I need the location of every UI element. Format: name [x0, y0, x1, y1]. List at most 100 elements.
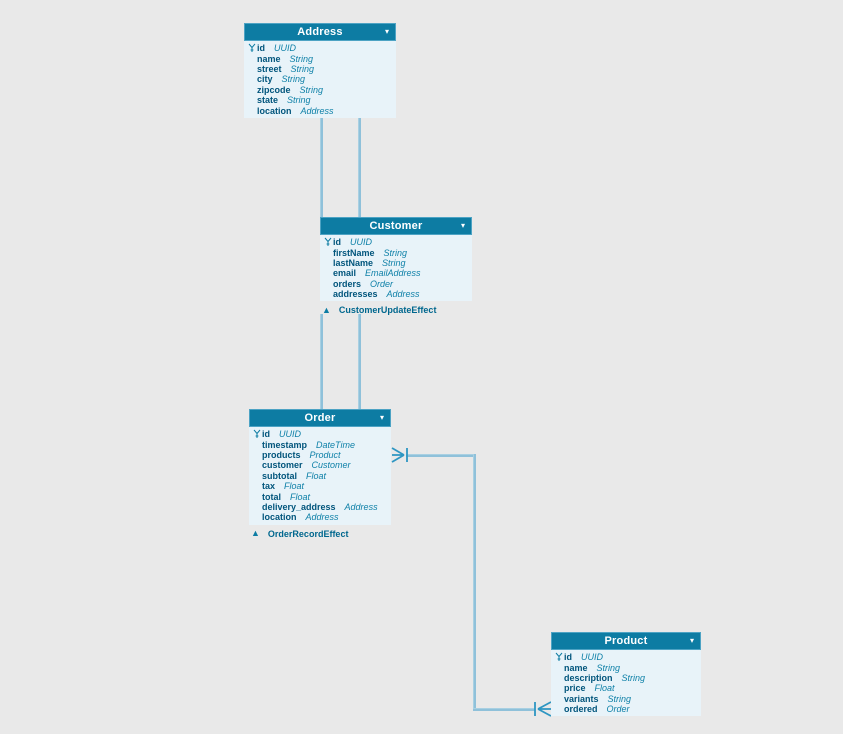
- entity-fields: id UUID timestamp DateTime products Produc…: [249, 427, 391, 525]
- field-row: addresses Address: [324, 289, 472, 299]
- field-name: email: [333, 268, 357, 279]
- entity-title: Address: [297, 26, 343, 38]
- key-icon: [253, 429, 262, 439]
- field-type: Address: [386, 289, 420, 300]
- field-name: addresses: [333, 289, 378, 300]
- field-name: subtotal: [262, 470, 297, 481]
- crow-foot-many-icon: [391, 447, 408, 463]
- key-icon: [324, 237, 333, 247]
- field-name: price: [564, 683, 586, 694]
- edge-customer-order-2[interactable]: [358, 314, 361, 410]
- field-row: email EmailAddress: [324, 268, 472, 278]
- field-type: EmailAddress: [365, 268, 421, 279]
- field-type: Product: [309, 449, 341, 460]
- key-icon: [248, 43, 257, 53]
- field-name: zipcode: [257, 84, 291, 95]
- field-name: city: [257, 74, 273, 85]
- entity-node-order[interactable]: Order ▾ id UUID timestamp DateTime produc…: [249, 409, 391, 539]
- field-type: UUID: [581, 652, 603, 663]
- chevron-down-icon[interactable]: ▾: [460, 221, 465, 230]
- field-row: name String: [248, 53, 396, 64]
- edge-order-product-segment[interactable]: [473, 454, 476, 710]
- field-type: UUID: [279, 429, 301, 440]
- field-name: state: [257, 95, 279, 106]
- field-name: timestamp: [262, 439, 308, 450]
- field-name: products: [262, 449, 301, 460]
- chevron-down-icon[interactable]: ▾: [384, 27, 389, 36]
- field-type: UUID: [274, 43, 296, 54]
- edge-customer-order-1[interactable]: [320, 314, 323, 410]
- field-name: id: [257, 43, 265, 54]
- field-type: Float: [290, 491, 311, 502]
- field-name: location: [257, 105, 292, 116]
- field-type: Float: [306, 470, 327, 481]
- field-type: Address: [300, 105, 334, 116]
- field-name: variants: [564, 693, 599, 704]
- field-name: firstName: [333, 247, 375, 258]
- entity-header[interactable]: Customer ▾: [320, 217, 472, 235]
- edge-order-product-segment[interactable]: [406, 454, 476, 457]
- crow-foot-many-icon: [534, 701, 552, 717]
- field-name: street: [257, 63, 282, 74]
- key-icon: [555, 652, 564, 662]
- entity-header[interactable]: Address ▾: [244, 23, 396, 41]
- chevron-down-icon[interactable]: ▾: [379, 413, 384, 422]
- field-row: tax Float: [253, 481, 391, 491]
- field-name: customer: [262, 460, 303, 471]
- entity-node-customer[interactable]: Customer ▾ id UUID firstName String lastN…: [320, 217, 472, 315]
- field-type: String: [281, 74, 306, 85]
- field-type: Float: [284, 481, 305, 492]
- field-name: tax: [262, 481, 276, 492]
- edge-address-customer-1[interactable]: [320, 118, 323, 218]
- effect-triangle-icon: ▲: [251, 528, 260, 539]
- field-row: id UUID: [324, 237, 472, 247]
- field-type: String: [289, 53, 314, 64]
- effect-triangle-icon: ▲: [322, 304, 331, 315]
- field-name: description: [564, 672, 613, 683]
- entity-title: Product: [604, 635, 648, 647]
- field-row: city String: [248, 74, 396, 84]
- field-type: String: [290, 63, 315, 74]
- edge-order-product-segment[interactable]: [473, 708, 535, 711]
- field-type: UUID: [350, 237, 372, 248]
- effect-annotation: ▲ OrderRecordEffect: [249, 529, 391, 539]
- field-type: Address: [305, 512, 339, 523]
- edge-address-customer-2[interactable]: [358, 118, 361, 218]
- field-row: id UUID: [248, 43, 396, 53]
- field-type: DateTime: [316, 439, 355, 450]
- field-row: products Product: [253, 450, 391, 460]
- field-row: id UUID: [253, 429, 391, 439]
- field-row: customer Customer: [253, 460, 391, 470]
- entity-header[interactable]: Order ▾: [249, 409, 391, 427]
- chevron-down-icon[interactable]: ▾: [689, 636, 694, 645]
- field-type: String: [596, 662, 621, 673]
- field-name: total: [262, 491, 281, 502]
- field-type: String: [383, 247, 408, 258]
- field-name: lastName: [333, 257, 374, 268]
- field-type: Customer: [311, 460, 351, 471]
- field-name: id: [262, 429, 270, 440]
- effect-label: CustomerUpdateEffect: [338, 305, 437, 316]
- field-row: location Address: [248, 105, 396, 116]
- field-name: name: [257, 53, 281, 64]
- field-row: total Float: [253, 491, 391, 502]
- field-type: Order: [370, 278, 394, 289]
- field-name: id: [333, 237, 341, 248]
- field-type: Order: [606, 704, 630, 715]
- entity-header[interactable]: Product ▾: [551, 632, 701, 650]
- field-row: timestamp DateTime: [253, 439, 391, 450]
